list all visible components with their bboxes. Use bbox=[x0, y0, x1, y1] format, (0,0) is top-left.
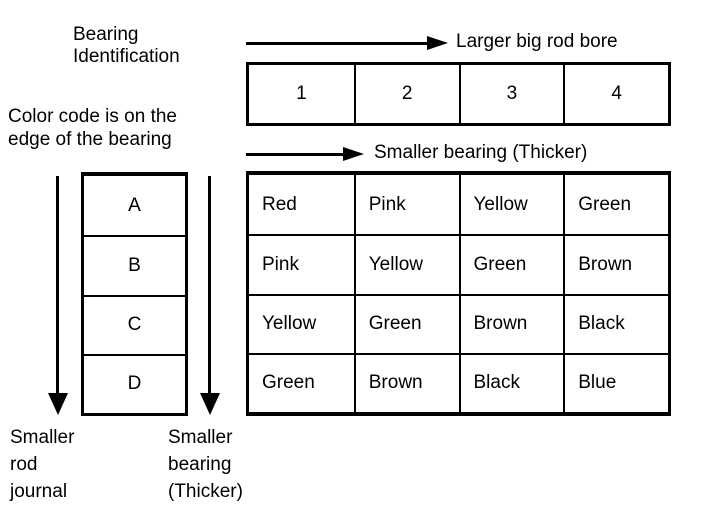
color-code-note: Color code is on the edge of the bearing bbox=[8, 105, 177, 151]
color-cell-d1: Green bbox=[249, 352, 354, 412]
bearing-identification-line2: Identification bbox=[73, 46, 180, 67]
smaller-bearing-bottom-line2: bearing bbox=[168, 454, 232, 475]
bore-cell-3: 3 bbox=[458, 65, 564, 123]
grade-cell-d: D bbox=[84, 353, 185, 413]
smaller-rod-journal-label: Smaller rod journal bbox=[10, 424, 74, 505]
grade-cell-b: B bbox=[84, 235, 185, 294]
color-cell-b2: Yellow bbox=[353, 234, 459, 294]
smaller-rod-journal-line1: Smaller bbox=[10, 427, 75, 448]
color-cell-c1: Yellow bbox=[249, 293, 354, 353]
color-cell-b1: Pink bbox=[249, 234, 354, 293]
arrow-down-shaft-smaller-bearing bbox=[208, 176, 211, 394]
color-cell-b3: Green bbox=[458, 234, 564, 294]
color-code-note-line2: edge of the bearing bbox=[8, 129, 172, 150]
arrow-right-head-icon bbox=[343, 147, 364, 161]
color-cell-b4: Brown bbox=[563, 234, 668, 294]
bore-cell-1: 1 bbox=[296, 83, 307, 104]
smaller-rod-journal-line3: journal bbox=[10, 481, 68, 502]
color-cell-d2: Brown bbox=[353, 352, 459, 412]
color-cell-a3: Yellow bbox=[458, 175, 564, 235]
color-code-note-line1: Color code is on the bbox=[8, 106, 177, 127]
color-cell-c3: Brown bbox=[458, 293, 564, 353]
color-cell-c4: Black bbox=[563, 293, 668, 353]
arrow-right-shaft-larger-bore bbox=[246, 42, 429, 45]
smaller-bearing-bottom-line1: Smaller bbox=[168, 427, 233, 448]
color-cell-a1: Red bbox=[262, 193, 297, 215]
larger-big-rod-bore-label: Larger big rod bore bbox=[456, 31, 618, 52]
bore-cell-2: 2 bbox=[353, 65, 459, 123]
grade-cell-a: A bbox=[128, 194, 141, 216]
smaller-bearing-thicker-bottom-label: Smaller bearing (Thicker) bbox=[168, 424, 243, 505]
smaller-rod-journal-line2: rod bbox=[10, 454, 38, 475]
bearing-identification-line1: Bearing bbox=[73, 24, 139, 45]
bore-number-table: 1 2 3 4 bbox=[246, 62, 671, 126]
color-cell-d3: Black bbox=[458, 352, 564, 412]
smaller-bearing-bottom-line3: (Thicker) bbox=[168, 481, 243, 502]
color-cell-a4: Green bbox=[563, 175, 668, 235]
arrow-right-head-icon bbox=[427, 36, 448, 50]
grade-table: A B C D bbox=[81, 172, 188, 416]
arrow-down-head-icon bbox=[48, 393, 68, 415]
grade-cell-c: C bbox=[84, 294, 185, 354]
color-cell-c2: Green bbox=[353, 293, 459, 353]
bore-cell-4: 4 bbox=[563, 65, 668, 123]
smaller-bearing-thicker-label: Smaller bearing (Thicker) bbox=[374, 142, 588, 163]
color-code-table: Red Pink Yellow Green Pink Yellow Green … bbox=[246, 171, 671, 416]
bearing-identification-label: Bearing Identification bbox=[73, 24, 180, 68]
color-cell-a2: Pink bbox=[353, 175, 459, 235]
arrow-down-head-icon bbox=[200, 393, 220, 415]
arrow-right-shaft-smaller-bearing bbox=[246, 153, 345, 156]
arrow-down-shaft-rod-journal bbox=[56, 176, 59, 394]
color-cell-d4: Blue bbox=[563, 352, 668, 412]
